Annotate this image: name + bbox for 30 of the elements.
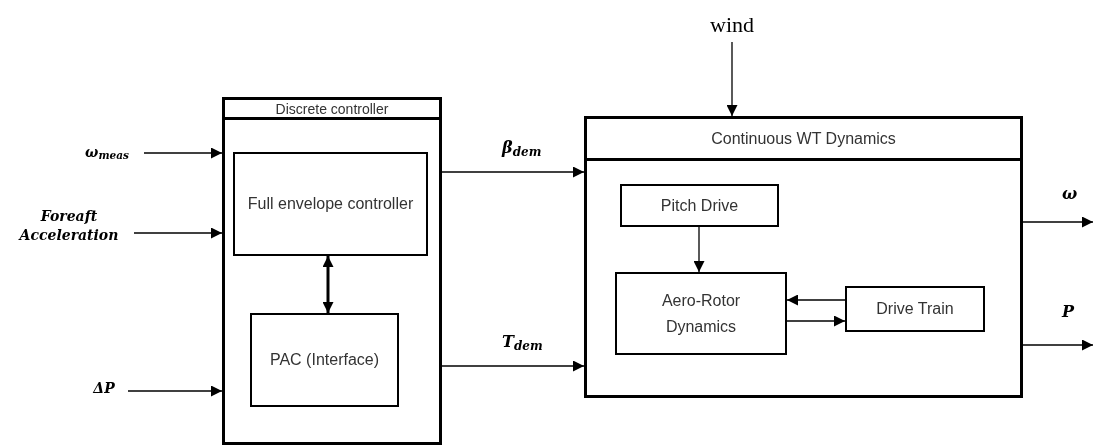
block-label: Drive Train xyxy=(876,299,954,320)
arrow xyxy=(726,41,738,117)
system-block xyxy=(222,97,442,445)
input-signal-label: wind xyxy=(710,10,754,39)
input-signal-label: ΔP xyxy=(93,378,115,398)
block-heading: Continuous WT Dynamics xyxy=(711,130,896,147)
process-box xyxy=(250,313,399,407)
arrow xyxy=(693,226,705,273)
arrow xyxy=(441,360,585,372)
arrow xyxy=(322,256,334,313)
block-label: Pitch Drive xyxy=(660,195,739,216)
process-box xyxy=(620,184,779,227)
block-heading: Discrete controller xyxy=(275,101,389,116)
arrow xyxy=(1022,339,1094,351)
block-label: PAC (Interface) xyxy=(269,350,380,371)
process-box xyxy=(845,286,985,332)
process-box xyxy=(615,272,787,355)
arrow xyxy=(786,315,846,327)
arrow xyxy=(1022,216,1094,228)
process-box xyxy=(233,152,428,256)
arrow xyxy=(127,385,223,397)
system-block xyxy=(584,116,1023,398)
block-label: Full envelope controller xyxy=(247,194,414,215)
arrow xyxy=(143,147,223,159)
input-signal-label: ω$_{meas}$ xyxy=(85,142,129,162)
arrow xyxy=(133,227,223,239)
block-label: Aero-Rotor Dynamics xyxy=(660,290,742,337)
input-signal-label: Foreaft Acceleration xyxy=(17,207,120,245)
arrow xyxy=(441,166,585,178)
arrow xyxy=(786,294,846,306)
